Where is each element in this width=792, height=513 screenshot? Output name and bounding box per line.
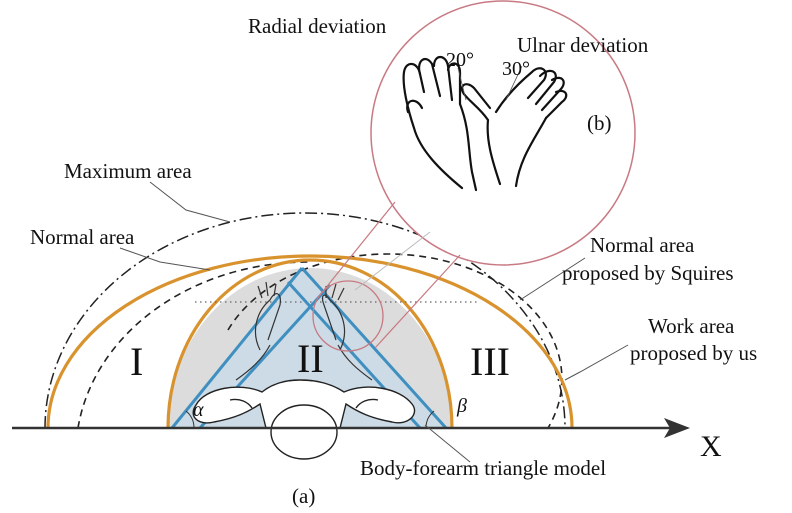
maximum-area-arc [44,212,566,429]
angle-20-label: 20° [446,49,474,71]
x-axis-label: X [700,430,722,463]
ulnar-deviation-label: Ulnar deviation [517,33,649,57]
arm-sketch [235,281,373,381]
work-area-label-line2: proposed by us [630,341,757,365]
x-axis-arrowhead [664,418,690,438]
zoom-line-left [319,201,396,296]
normal-area-arc-left [77,261,311,429]
maximum-area-label: Maximum area [64,159,192,183]
squires-label-line2: proposed by Squires [562,261,734,285]
angle-guide-20 [457,67,467,101]
zone-3-label: III [470,339,510,384]
zone-1-label: I [130,339,143,384]
forearm-left-outer [170,267,304,429]
panel-b-label: (b) [587,111,612,135]
angle-30-label: 30° [502,58,530,80]
leader-lines [119,181,629,463]
work-area-arc-inner [166,258,454,429]
beta-label: β [456,395,467,417]
squires-label-line1: Normal area [590,233,695,257]
body-outline [192,379,416,460]
zoom-line-right [374,254,461,349]
work-area-label-line1: Work area [648,314,735,338]
radial-deviation-label: Radial deviation [248,14,387,38]
angle-guide-30 [505,65,523,101]
zoom-line-mid [354,231,431,291]
hand-detail-circle [370,0,636,266]
normal-area-label: Normal area [30,225,135,249]
work-area-arc-outer [46,254,574,429]
squires-normal-area-arc [227,253,563,429]
wrist-detail-circle [312,280,384,352]
model-label: Body-forearm triangle model [360,456,606,480]
panel-a-label: (a) [292,484,315,508]
alpha-label: α [193,399,204,421]
hands-sketch [402,55,568,192]
zone-2-label: II [297,336,324,381]
